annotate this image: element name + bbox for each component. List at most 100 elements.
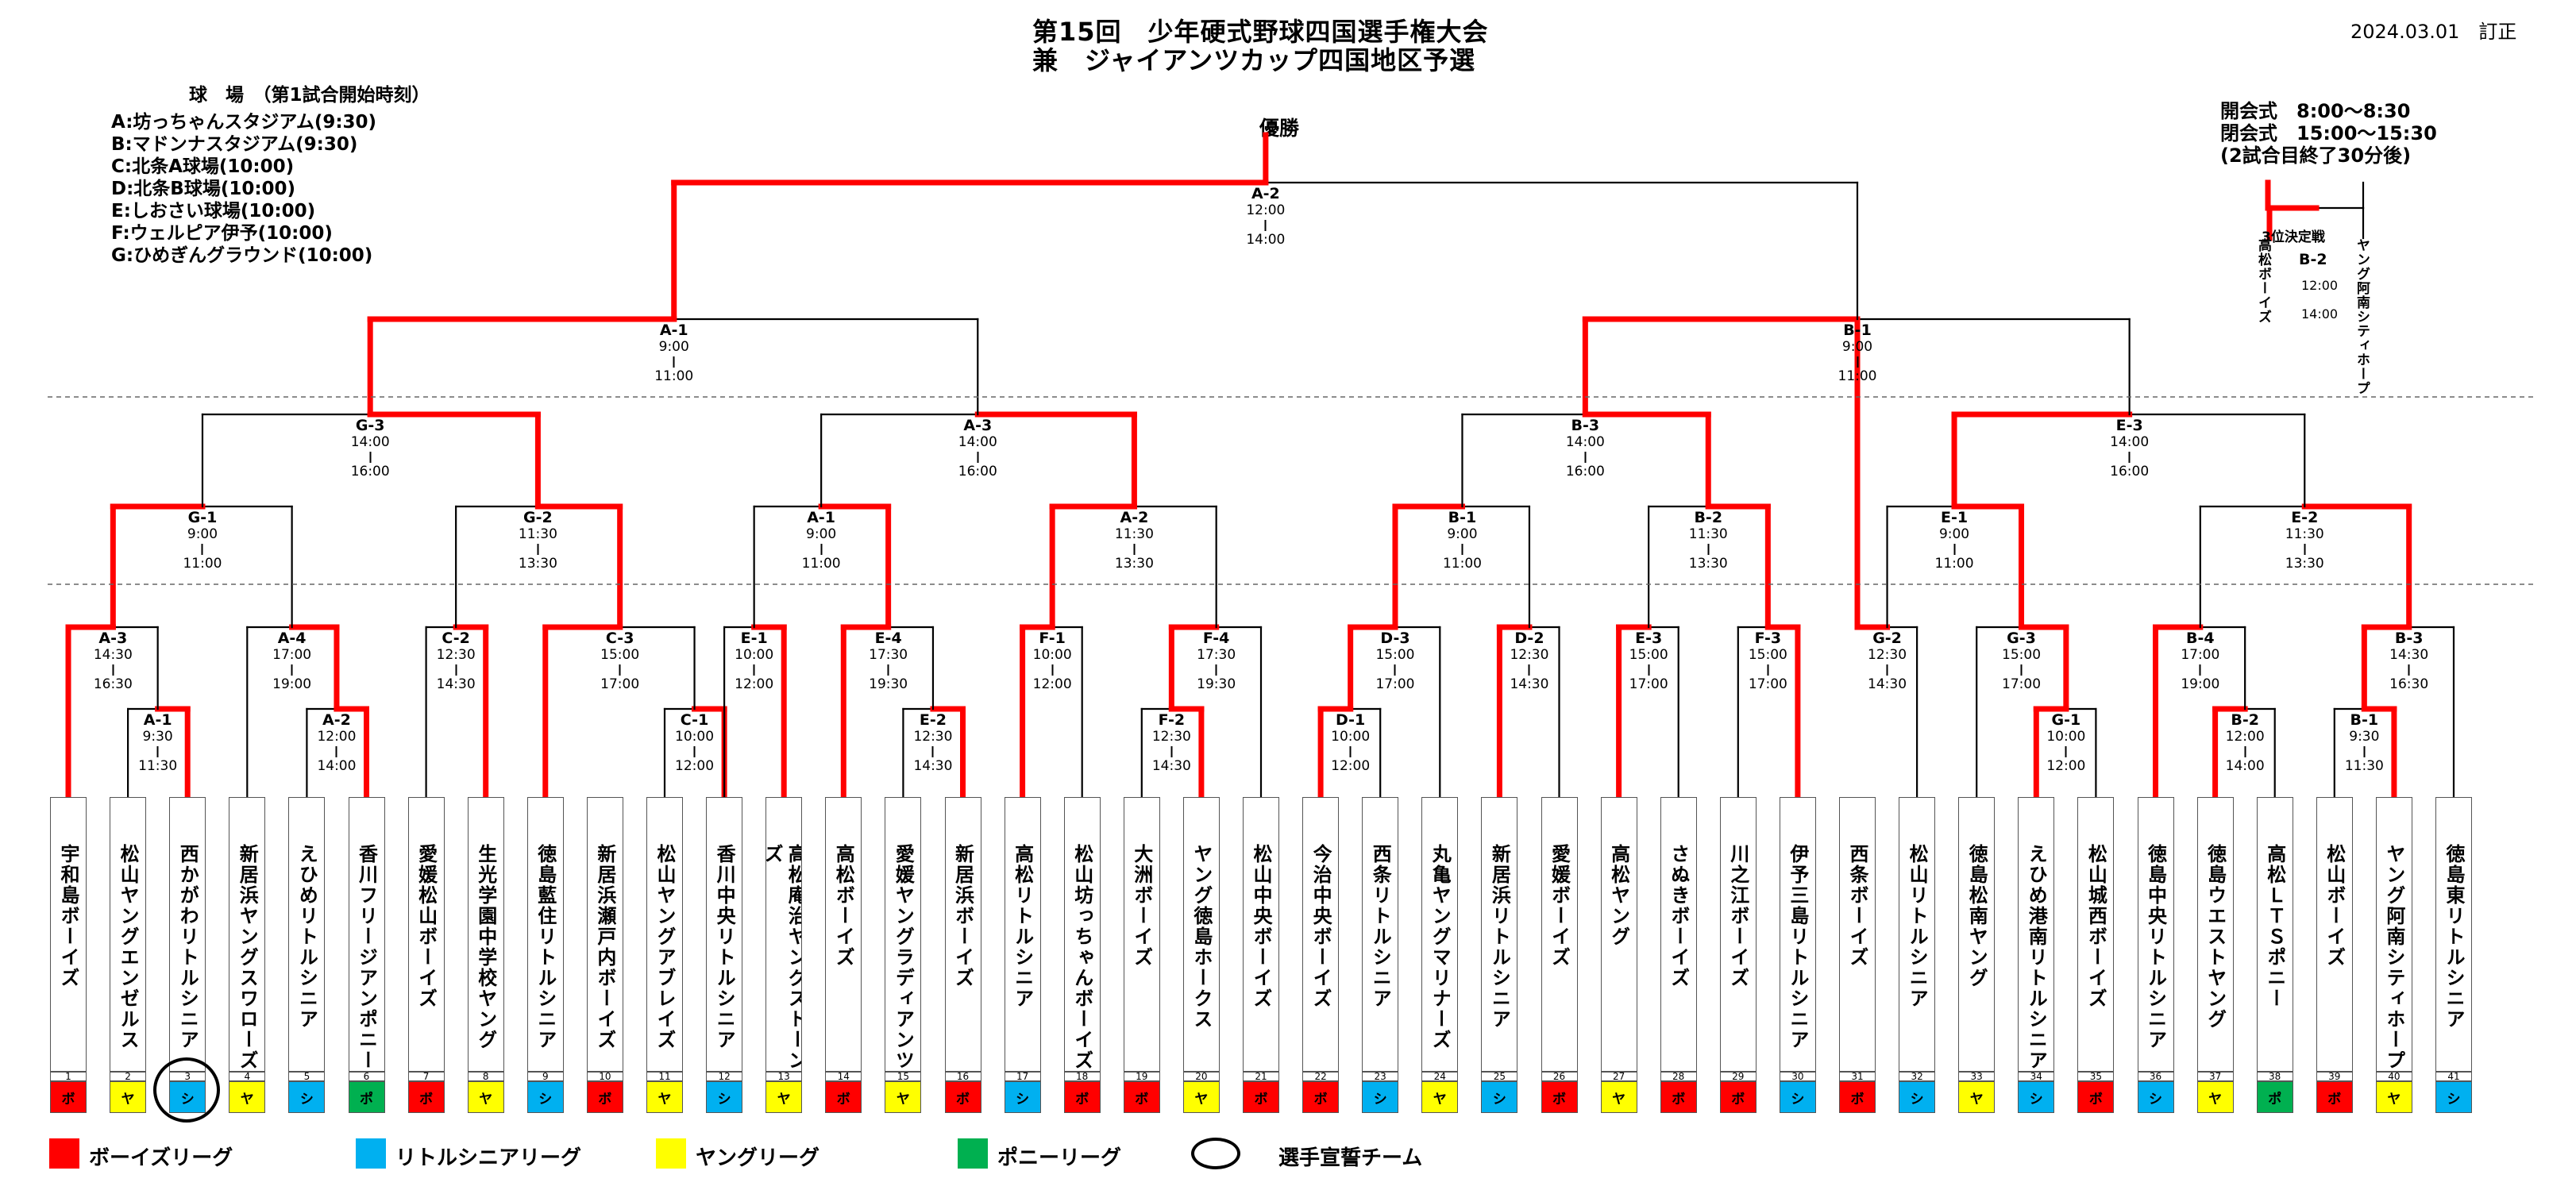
- title-line-1: 第15回 少年硬式野球四国選手権大会: [1032, 17, 1489, 47]
- team-name: 高松庵治ヤングストーンズ: [765, 844, 803, 1071]
- time-separator: [2408, 664, 2410, 676]
- match-code: A-3: [98, 630, 128, 647]
- venue-item: F:ウェルピア伊予(10:00): [111, 223, 333, 244]
- venue-item: G:ひめぎんグラウンド(10:00): [111, 245, 373, 266]
- venue-heading: 球 場 （第1試合開始時刻）: [189, 85, 430, 106]
- match-end: 19:00: [272, 676, 312, 692]
- match-start: 9:00: [1447, 526, 1478, 542]
- match-start: 10:00: [1032, 647, 1072, 663]
- league-badge-senior: シ: [1362, 1081, 1399, 1113]
- league-badge-boys: ボ: [825, 1081, 862, 1113]
- league-badge-boys: ボ: [1123, 1081, 1160, 1113]
- team-box: 新居浜瀬戸内ボーイズ: [586, 797, 623, 1072]
- league-badge-boys: ボ: [50, 1081, 87, 1113]
- team-name: 川之江ボーイズ: [1726, 844, 1749, 988]
- team-number: 18: [1063, 1071, 1101, 1082]
- match-end: 16:30: [2389, 676, 2429, 692]
- time-separator: [455, 664, 457, 676]
- match-end: 19:30: [869, 676, 908, 692]
- match-code: A-1: [807, 509, 836, 526]
- team-name: 生光学園中学校ヤング: [474, 844, 497, 1050]
- match-start: 12:30: [1151, 729, 1191, 745]
- match-end: 11:00: [183, 556, 222, 572]
- time-separator: [1349, 746, 1352, 757]
- team-name: 新居浜ボーイズ: [951, 844, 974, 988]
- team-box: ヤング徳島ホークス: [1182, 797, 1220, 1072]
- time-separator: [537, 544, 539, 555]
- team-name: えひめリトルシニア: [295, 844, 318, 1030]
- match-end: 13:30: [1114, 556, 1154, 572]
- time-separator: [1394, 664, 1396, 676]
- match-code: B-1: [1843, 322, 1872, 339]
- revision-date: 2024.03.01 訂正: [2350, 21, 2517, 43]
- league-badge-young: ヤ: [1958, 1081, 1996, 1113]
- match-start: 10:00: [675, 729, 715, 745]
- match-end: 17:00: [600, 676, 640, 692]
- team-name: 高松ヤング: [1607, 844, 1630, 947]
- time-separator: [1528, 664, 1530, 676]
- match-end: 16:00: [2110, 464, 2150, 479]
- team-box: 徳島中央リトルシニア: [2137, 797, 2174, 1072]
- match-code: C-3: [605, 630, 634, 647]
- match-start: 15:00: [1375, 647, 1415, 663]
- time-separator: [887, 664, 889, 676]
- team-name: 愛媛ボーイズ: [1548, 844, 1571, 968]
- team-name: 愛媛ヤングラディアンツ: [892, 844, 915, 1071]
- match-end: 12:00: [1331, 758, 1371, 774]
- match-start: 14:00: [2110, 434, 2150, 450]
- match-start: 14:00: [958, 434, 997, 450]
- match-end: 14:30: [913, 758, 953, 774]
- team-number: 11: [646, 1071, 683, 1082]
- time-separator: [2128, 452, 2131, 463]
- match-code: E-1: [740, 630, 768, 647]
- team-name: 徳島中央リトルシニア: [2144, 844, 2167, 1050]
- match-code: A-2: [322, 711, 351, 729]
- team-number: 34: [2018, 1071, 2055, 1082]
- team-box: 愛媛松山ボーイズ: [407, 797, 445, 1072]
- match-end: 14:30: [1868, 676, 1907, 692]
- match-start: 12:30: [1868, 647, 1907, 663]
- team-name: 愛媛松山ボーイズ: [415, 844, 438, 1009]
- league-badge-young: ヤ: [1182, 1081, 1220, 1113]
- league-badge-senior: シ: [526, 1081, 564, 1113]
- league-badge-boys: ボ: [1839, 1081, 1876, 1113]
- third-place-end: 14:00: [2301, 306, 2339, 322]
- team-number: 13: [765, 1071, 803, 1082]
- match-start: 9:30: [142, 729, 173, 745]
- team-number: 6: [348, 1071, 385, 1082]
- league-badge-pony: ポ: [2256, 1081, 2293, 1113]
- match-code: C-2: [442, 630, 470, 647]
- team-number: 31: [1839, 1071, 1876, 1082]
- match-end: 11:00: [801, 556, 841, 572]
- time-separator: [201, 544, 203, 555]
- venue-item: C:北条A球場(10:00): [111, 156, 295, 177]
- league-badge-young: ヤ: [110, 1081, 147, 1113]
- team-number: 32: [1899, 1071, 1936, 1082]
- match-end: 13:30: [2285, 556, 2324, 572]
- team-name: 宇和島ボーイズ: [57, 844, 79, 988]
- league-badge-boys: ボ: [944, 1081, 981, 1113]
- league-badge-senior: シ: [1899, 1081, 1936, 1113]
- time-separator: [977, 452, 979, 463]
- time-separator: [2363, 746, 2366, 757]
- match-code: A-1: [143, 711, 172, 729]
- team-name: 今治中央ボーイズ: [1309, 844, 1332, 1009]
- match-start: 15:00: [1629, 647, 1668, 663]
- team-number: 10: [586, 1071, 623, 1082]
- team-box: 丸亀ヤングマリナーズ: [1421, 797, 1459, 1072]
- team-name: えひめ港南リトルシニア: [2025, 844, 2048, 1071]
- team-name: 西条リトルシニア: [1369, 844, 1392, 1009]
- league-badge-senior: シ: [2435, 1081, 2472, 1113]
- captain-marker: [153, 1057, 221, 1123]
- match-code: G-2: [523, 509, 553, 526]
- team-box: 新居浜リトルシニア: [1481, 797, 1518, 1072]
